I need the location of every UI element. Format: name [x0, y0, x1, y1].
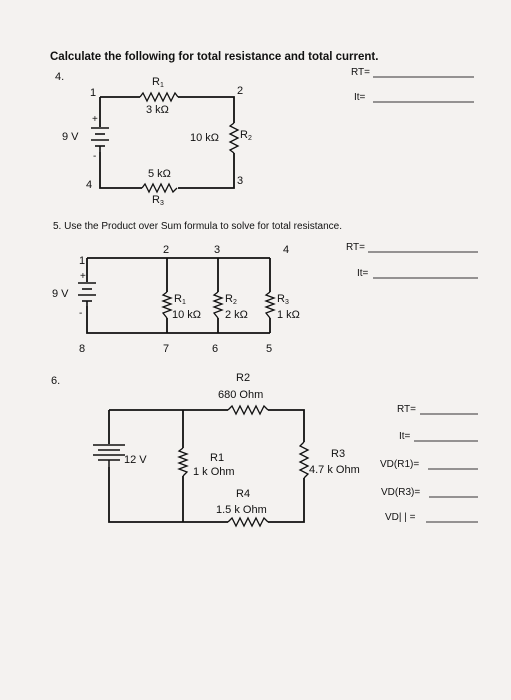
p5-plus-sign: +: [80, 271, 86, 282]
problem-6: [108, 409, 305, 523]
p4-r2-resistor: [228, 122, 240, 154]
p5-source-label: 9 V: [52, 288, 69, 300]
p4-number: 4.: [55, 71, 64, 83]
p5-r1-name: R1: [174, 293, 186, 306]
p4-r1-resistor: [139, 91, 179, 103]
p6-r1-resistor: [177, 447, 189, 477]
p5-r2-resistor: [212, 291, 224, 319]
p4-node-3: 3: [237, 175, 243, 187]
p4-node-4: 4: [86, 179, 92, 191]
p5-answer-it-label: It=: [357, 268, 369, 279]
p5-r1-resistor: [161, 291, 173, 319]
p6-wire-bottom-right: [268, 478, 305, 523]
p5-r2-name: R2: [225, 293, 237, 306]
p6-r2-resistor: [227, 404, 269, 416]
p5-node-3: 3: [214, 244, 220, 256]
p6-wire-bottom-left: [108, 467, 228, 523]
p6-r3-resistor: [298, 441, 310, 479]
p5-minus-sign: -: [79, 308, 82, 319]
p6-answer-rt-label: RT=: [397, 404, 416, 415]
p5-instruction: 5. Use the Product over Sum formula to s…: [53, 221, 342, 232]
p4-plus-sign: +: [92, 114, 98, 125]
p4-r3-resistor: [141, 182, 178, 194]
p5-r1-value: 10 kΩ: [172, 309, 201, 321]
p5-node-1: 1: [79, 255, 85, 267]
worksheet-title: Calculate the following for total resist…: [50, 51, 378, 63]
p5-r3-resistor: [264, 291, 276, 319]
p4-minus-sign: -: [93, 151, 96, 162]
p6-r3-name: R3: [331, 448, 345, 460]
p6-r3-value: 4.7 k Ohm: [309, 464, 360, 476]
p6-answer-it-label: It=: [399, 431, 411, 442]
p5-answer-rt-label: RT=: [346, 242, 365, 253]
p4-r2-value: 10 kΩ: [190, 132, 219, 144]
p5-battery: [78, 282, 96, 306]
p6-wire-top-right: [268, 409, 305, 442]
p4-r3-name: R3: [152, 194, 164, 207]
p6-r4-resistor: [227, 516, 269, 528]
p4-r3-value: 5 kΩ: [148, 168, 171, 180]
p6-r2-name: R2: [236, 372, 250, 384]
p4-r2-name: R2: [240, 129, 252, 142]
p6-source-label: 12 V: [124, 454, 147, 466]
p6-r1-name: R1: [210, 452, 224, 464]
p5-r2-value: 2 kΩ: [225, 309, 248, 321]
p6-r4-name: R4: [236, 488, 250, 500]
p4-r1-name: R1: [152, 76, 164, 89]
p5-node-2: 2: [163, 244, 169, 256]
p6-answer-vdpar-label: VD| | =: [385, 512, 416, 523]
p6-answer-vdr3-label: VD(R3)=: [381, 487, 420, 498]
problem-5: [86, 257, 271, 334]
p5-wire-bottom: [86, 306, 270, 334]
p4-battery: [91, 127, 109, 152]
p5-node-5: 5: [266, 343, 272, 355]
p4-r1-value: 3 kΩ: [146, 104, 169, 116]
p4-wire-right-lower: [208, 153, 235, 189]
p6-r2-value: 680 Ohm: [218, 389, 263, 401]
p6-answer-vdr1-label: VD(R1)=: [380, 459, 419, 470]
p4-source-label: 9 V: [62, 131, 79, 143]
p5-node-6: 6: [212, 343, 218, 355]
p6-number: 6.: [51, 375, 60, 387]
p6-r1-value: 1 k Ohm: [193, 466, 235, 478]
p5-r3-name: R3: [277, 293, 289, 306]
p5-node-8: 8: [79, 343, 85, 355]
p4-answer-rt-label: RT=: [351, 67, 370, 78]
p4-answer-it-label: It=: [354, 92, 366, 103]
p4-wire-right-upper: [208, 96, 235, 123]
p4-node-2: 2: [237, 85, 243, 97]
p5-node-7: 7: [163, 343, 169, 355]
p5-node-4: 4: [283, 244, 289, 256]
p5-r3-value: 1 kΩ: [277, 309, 300, 321]
p6-battery: [93, 444, 125, 467]
p6-r4-value: 1.5 k Ohm: [216, 504, 267, 516]
p4-node-1: 1: [90, 87, 96, 99]
